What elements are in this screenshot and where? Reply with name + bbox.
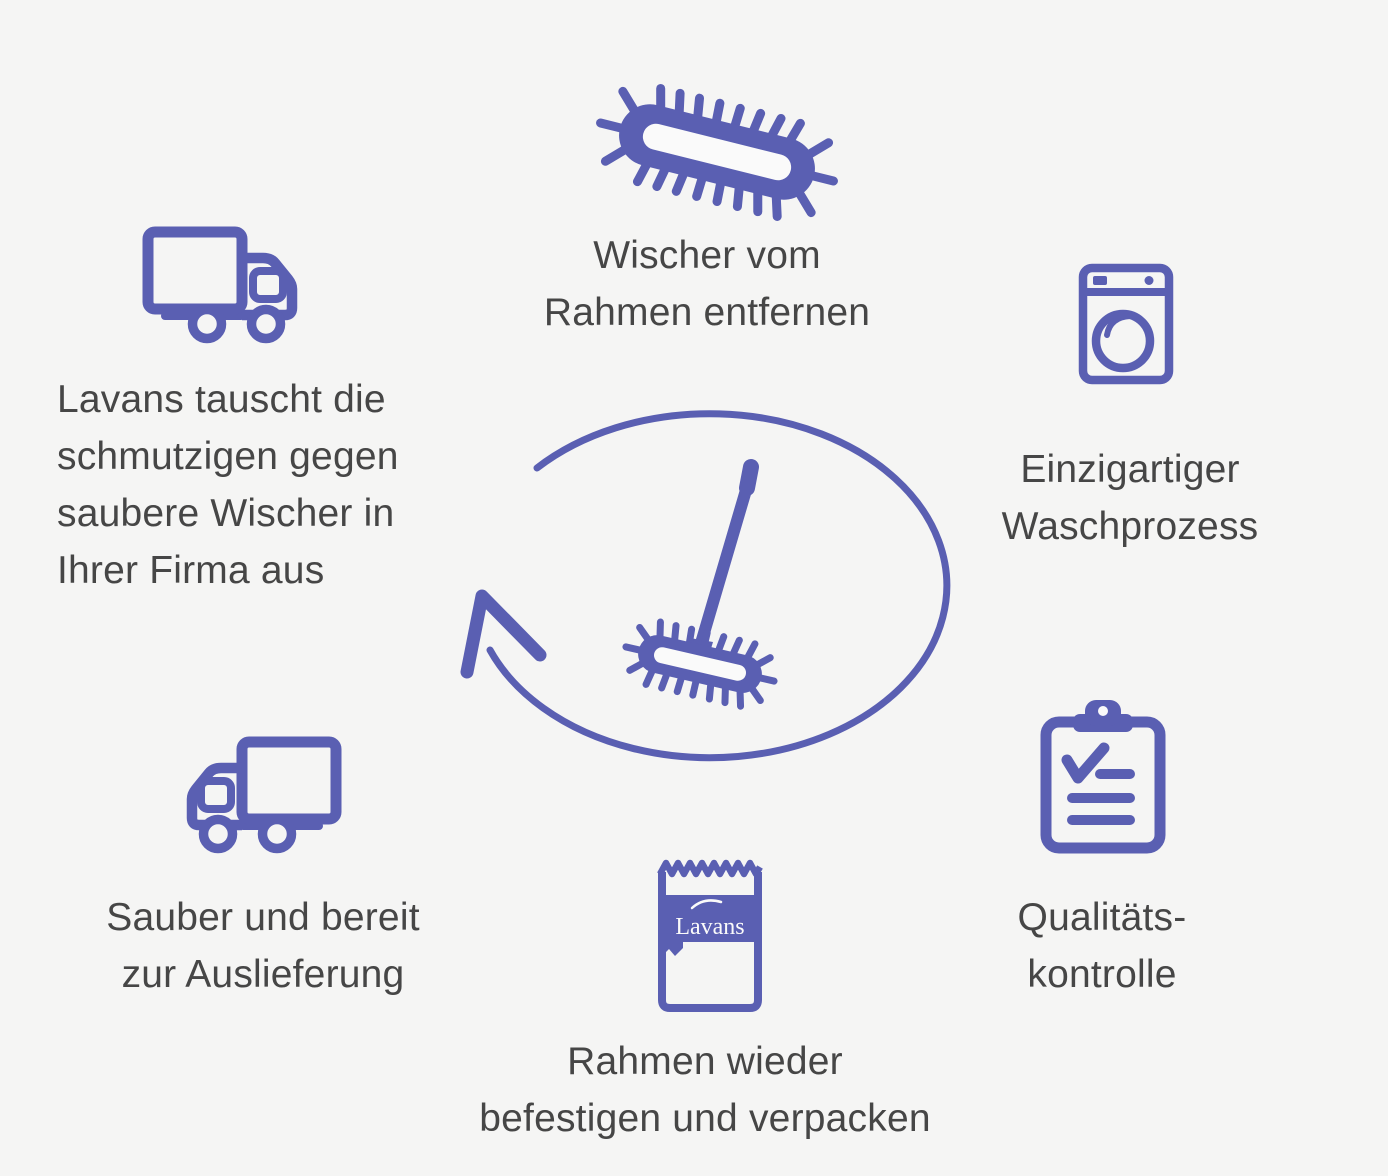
step-label-line: kontrolle (1027, 953, 1177, 996)
step-label-line: Einzigartiger (1020, 448, 1240, 491)
mop-pad-icon (592, 82, 842, 222)
mop-illustration (622, 459, 778, 710)
step-label-wash: Einzigartiger Waschprozess (955, 441, 1305, 555)
cycle-ellipse-arc (486, 410, 951, 762)
truck-left-icon (187, 736, 344, 852)
step-label-line: Rahmen entfernen (543, 291, 871, 334)
step-label-line: zur Auslieferung (121, 953, 405, 996)
step-label-line: befestigen und verpacken (479, 1097, 931, 1140)
mop-cycle-arrow-icon (450, 410, 960, 802)
washing-machine-icon (1078, 263, 1174, 385)
step-label-line: Lavans tauscht die (57, 378, 386, 421)
clipboard-checklist-icon (1040, 696, 1166, 854)
step-label-remove: Wischer vom Rahmen entfernen (447, 227, 967, 341)
cycle-arrowhead (460, 589, 547, 679)
lavans-feather-swoosh (690, 899, 723, 910)
step-label-deliver: Sauber und bereit zur Auslieferung (58, 889, 468, 1003)
step-label-exchange: Lavans tauscht die schmutzigen gegen sau… (57, 371, 487, 599)
step-label-line: Ihrer Firma aus (57, 549, 325, 592)
step-label-line: Wischer vom (593, 234, 821, 277)
zigzag-top-edge (657, 859, 763, 878)
step-label-line: saubere Wischer in (57, 492, 395, 535)
truck-right-icon (145, 226, 302, 342)
step-label-line: Rahmen wieder (567, 1040, 843, 1083)
step-label-line: schmutzigen gegen (57, 435, 399, 478)
step-label-line: Qualitäts- (1017, 896, 1187, 939)
step-label-pack: Rahmen wieder befestigen und verpacken (430, 1033, 980, 1147)
step-label-quality: Qualitäts- kontrolle (947, 889, 1257, 1003)
lavans-package-icon: Lavans (654, 854, 766, 1016)
package-brand-label: Lavans (675, 914, 744, 940)
step-label-line: Sauber und bereit (106, 896, 420, 939)
step-label-line: Waschprozess (1001, 505, 1259, 548)
